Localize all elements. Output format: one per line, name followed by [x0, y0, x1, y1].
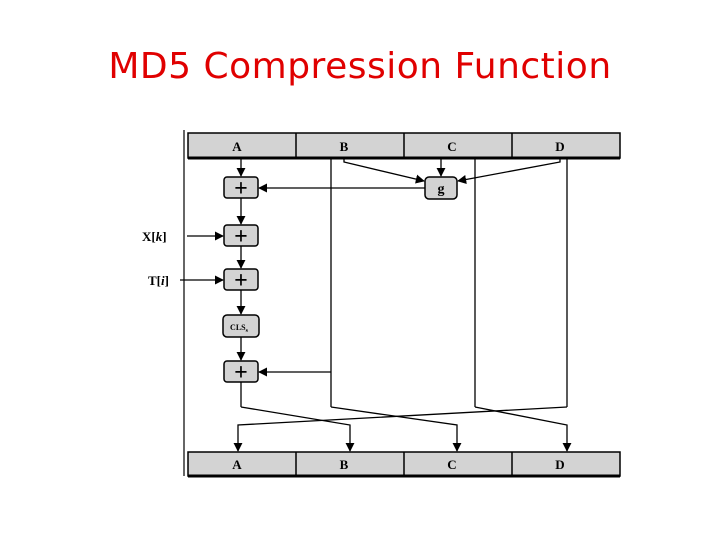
- svg-text:CLSs: CLSs: [230, 323, 249, 334]
- svg-text:+: +: [234, 176, 248, 202]
- cls-subscript: s: [246, 328, 249, 334]
- top-register-c: C: [447, 139, 456, 154]
- svg-text:+: +: [234, 360, 248, 386]
- g-function-label: g: [438, 182, 445, 197]
- connection-lines: [180, 158, 572, 452]
- adder-3: +: [223, 268, 259, 294]
- adder-2: +: [223, 224, 259, 250]
- top-register-bar: A B C D: [187, 132, 621, 160]
- slide-title: MD5 Compression Function: [108, 46, 612, 87]
- adder-4: +: [223, 360, 259, 386]
- top-register-d: D: [555, 139, 564, 154]
- svg-text:+: +: [234, 268, 248, 294]
- t-input-label: T[i]: [148, 273, 169, 288]
- bottom-register-b: B: [340, 457, 349, 472]
- top-register-b: B: [340, 139, 349, 154]
- bottom-register-a: A: [232, 457, 242, 472]
- bottom-register-d: D: [555, 457, 564, 472]
- bottom-register-c: C: [447, 457, 456, 472]
- cls-box: CLSs: [222, 314, 260, 338]
- cls-label: CLS: [230, 323, 246, 332]
- adder-1: +: [223, 176, 259, 202]
- bottom-register-bar: A B C D: [187, 451, 621, 478]
- x-input-label: X[k]: [142, 229, 167, 244]
- svg-text:+: +: [234, 224, 248, 250]
- g-function-box: g: [424, 176, 458, 200]
- top-register-a: A: [232, 139, 242, 154]
